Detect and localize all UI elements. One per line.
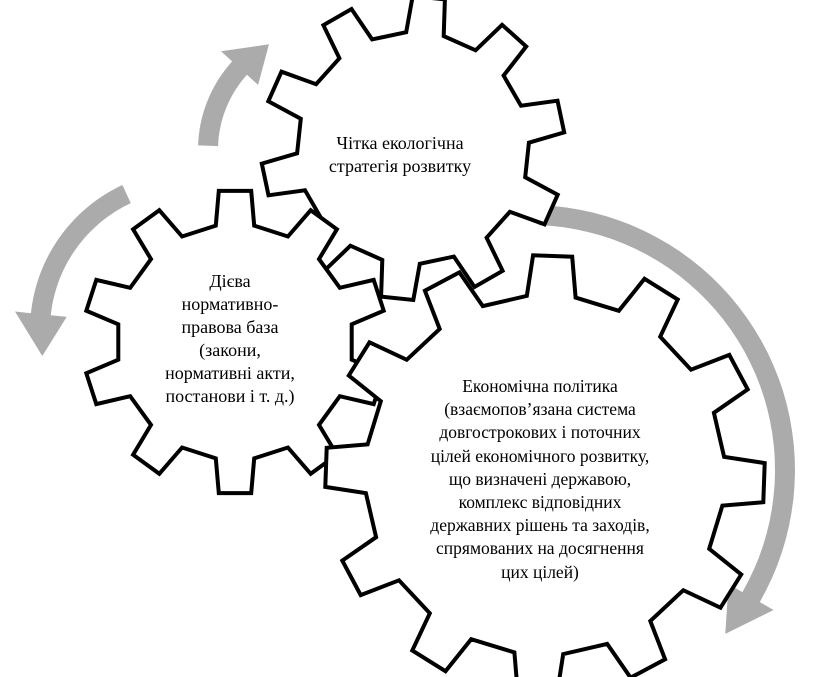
gear-top-line: стратегія розвитку: [328, 156, 472, 176]
curved-arrow-down-right-icon: [538, 205, 795, 634]
gear-top-shape: [259, 0, 567, 303]
curved-arrow-down-left-icon: [15, 185, 131, 356]
gear-left-shape: [83, 188, 387, 496]
gear-left-line: (закони,: [199, 340, 261, 360]
gear-left-line: постанови і т. д.): [165, 386, 295, 406]
gear-right-line: Економічна політика: [462, 376, 618, 396]
gear-right-line: спрямованих на досягнення: [436, 538, 644, 559]
gear-left-line: правова база: [181, 317, 279, 337]
gear-right-line: комплекс відповідних: [458, 492, 622, 513]
gears-layer: [83, 0, 767, 677]
gear-right-line: державних рішень та заходів,: [430, 515, 650, 536]
gear-top-line: Чітка екологічна: [336, 133, 464, 153]
gear-left-line: Дієва: [209, 271, 251, 291]
gear-right-label: Економічна політика (взаємопов’язана сис…: [405, 375, 675, 584]
gear-right-line: (взаємопов’язана система: [444, 399, 636, 420]
gear-top-label: Чітка екологічна стратегія розвитку: [300, 132, 500, 178]
gear-right-shape: [323, 253, 767, 677]
gear-right-line: цілей економічного розвитку,: [430, 445, 650, 466]
curved-arrow-up-icon: [198, 44, 269, 147]
gear-left-line: нормативні акти,: [165, 363, 295, 383]
gear-right-line: довгострокових і поточних: [439, 422, 641, 443]
gear-right-line: цих цілей): [501, 561, 579, 582]
arrows-layer: [15, 44, 795, 634]
gear-right-line: що визначені державою,: [448, 468, 632, 489]
gear-left-label: Дієва нормативно- правова база (закони, …: [130, 270, 330, 408]
gear-left-line: нормативно-: [181, 294, 279, 314]
